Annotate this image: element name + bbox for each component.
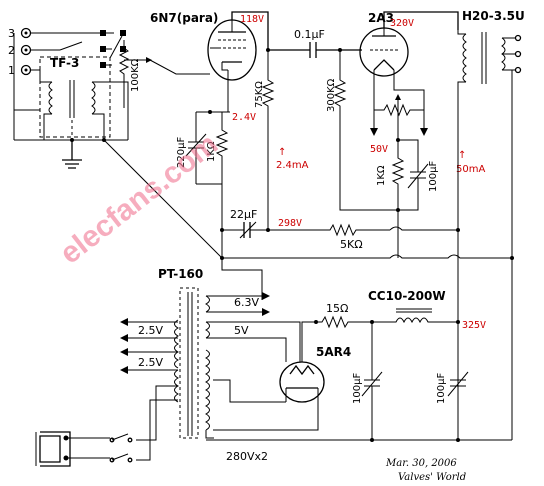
coupling-cap: 0.1μF <box>268 28 362 58</box>
plate-resistor: 75KΩ <box>254 50 275 130</box>
power-switch[interactable] <box>109 433 133 463</box>
hum-pot <box>370 94 428 136</box>
rect-fil-label: 5V <box>234 324 249 337</box>
watermark: elecfans.com <box>54 127 224 270</box>
filter-cap-1-label: 100μF <box>352 373 363 404</box>
input-transformer-label: TF-3 <box>50 56 79 70</box>
mains-inlet <box>35 431 110 467</box>
supply-voltage: 325V <box>462 320 486 331</box>
plate-resistor-label: 75KΩ <box>254 81 265 108</box>
input-transformer: TF-3 <box>39 56 129 150</box>
output-cathode-res-label: 1KΩ <box>376 165 387 186</box>
rectifier-tube-label: 5AR4 <box>316 345 351 359</box>
output-transformer-label: H20-3.5U <box>462 9 525 23</box>
driver-cathode-resistor: 1KΩ <box>196 112 229 185</box>
input-jack-2[interactable] <box>20 44 32 56</box>
choke <box>372 308 458 324</box>
power-transformer <box>174 287 210 439</box>
ht-winding-label: 280Vx2 <box>226 450 268 463</box>
coupling-cap-label: 0.1μF <box>294 28 325 41</box>
heater-6v3-label: 6.3V <box>234 296 259 309</box>
input-selector: 3 2 1 <box>8 27 126 140</box>
driver-current: 2.4mA <box>276 160 309 171</box>
grid-resistor: 300KΩ <box>326 50 398 211</box>
decoupling-res-label: 5KΩ <box>340 238 363 251</box>
input-label-2: 2 <box>8 44 15 57</box>
driver-cathode-cap: 220μF <box>176 111 230 184</box>
input-label-3: 3 <box>8 27 15 40</box>
power-transformer-label: PT-160 <box>158 267 203 281</box>
driver-current-arrow: ↑ <box>278 147 286 158</box>
decoupling-cap: 22μF <box>221 184 268 239</box>
fil-2-label: 2.5V <box>138 356 163 369</box>
ground-symbol <box>14 138 128 169</box>
output-tube: 2A3 320V <box>359 11 414 77</box>
filter-cap-2-label: 100μF <box>436 373 447 404</box>
filter-cap-1: 100μF <box>352 322 383 440</box>
output-cathode-cap-label: 100μF <box>428 161 439 192</box>
signature-author: Valves' World <box>398 472 466 483</box>
pot-label: 100KΩ <box>130 58 141 92</box>
output-cathode-voltage: 50V <box>370 144 388 155</box>
output-cathode-cap: 100μF <box>398 150 439 211</box>
output-cathode-resistor: 1KΩ <box>376 140 405 210</box>
driver-cathode-voltage: 2.4V <box>232 112 256 123</box>
input-label-1: 1 <box>8 64 15 77</box>
output-plate-voltage: 320V <box>390 18 414 29</box>
volume-pot: 100KΩ <box>118 40 210 108</box>
rect-resistor: 15Ω <box>316 302 372 329</box>
driver-cathode-cap-label: 220μF <box>176 137 187 168</box>
output-current: 50mA <box>456 164 485 175</box>
input-jack-1[interactable] <box>20 64 32 76</box>
rect-res-label: 15Ω <box>326 302 348 315</box>
driver-tube-label: 6N7(para) <box>150 11 218 25</box>
filter-cap-2: 100μF <box>436 322 469 440</box>
driver-cathode-res-label: 1KΩ <box>206 141 217 162</box>
driver-plate-voltage: 118V <box>240 14 264 25</box>
input-jack-3[interactable] <box>20 27 32 39</box>
output-transformer: H20-3.5U <box>457 9 525 440</box>
driver-supply-voltage: 298V <box>278 218 302 229</box>
choke-label: CC10-200W <box>368 289 446 303</box>
output-tube-label: 2A3 <box>368 11 394 25</box>
output-current-arrow: ↑ <box>458 150 466 161</box>
decoupling-resistor: 5KΩ <box>268 223 390 251</box>
signature-date: Mar. 30, 2006 <box>385 458 457 469</box>
decoupling-cap-label: 22μF <box>230 208 257 221</box>
grid-resistor-label: 300KΩ <box>326 78 337 112</box>
rectifier-tube <box>279 361 325 403</box>
fil-1-label: 2.5V <box>138 324 163 337</box>
